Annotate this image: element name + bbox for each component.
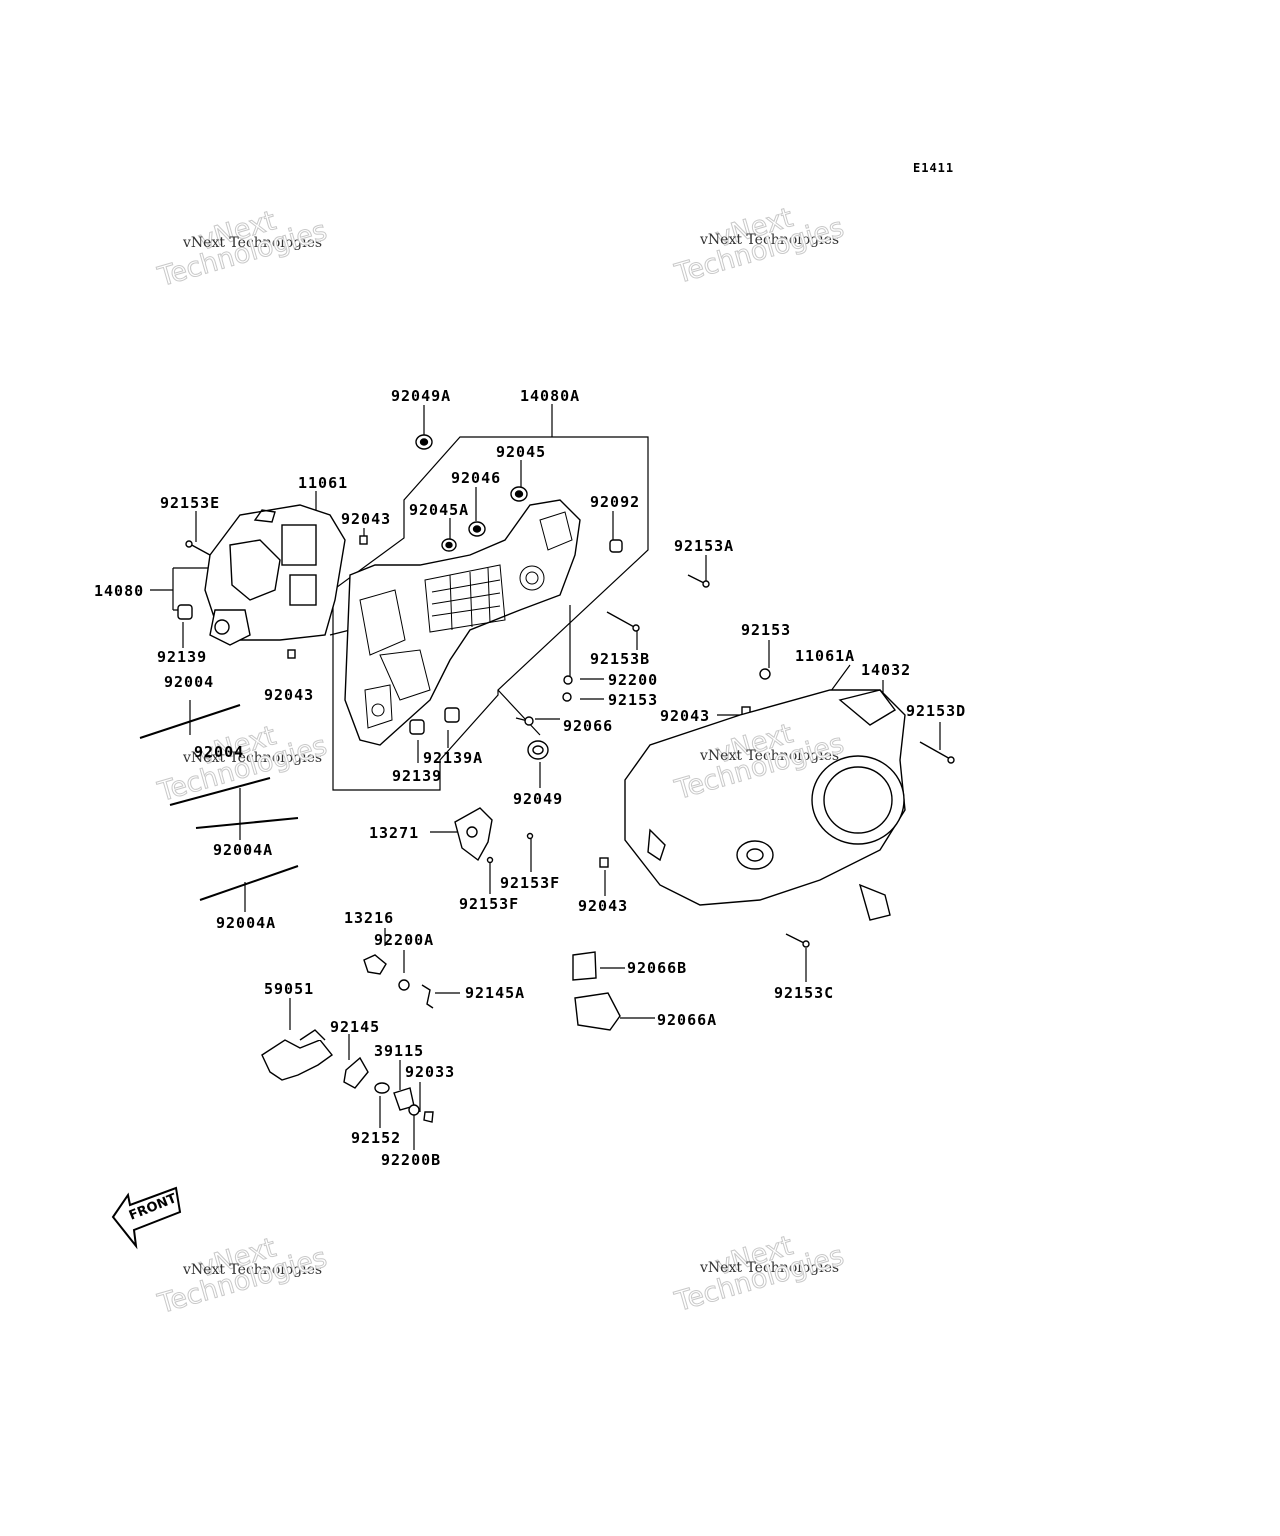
part-label[interactable]: 92153F [500,874,561,892]
part-label[interactable]: 92045 [496,443,547,461]
part-label[interactable]: 92200 [608,671,659,689]
part-label[interactable]: 92049 [513,790,564,808]
part-label[interactable]: 92153 [608,691,659,709]
part-label[interactable]: 92145A [465,984,526,1002]
part-label[interactable]: 92045A [409,501,470,519]
part-label[interactable]: 92153B [590,650,651,668]
part-label[interactable]: 92043 [341,510,392,528]
part-label[interactable]: 92153 [741,621,792,639]
part-label[interactable]: 92066A [657,1011,718,1029]
part-label[interactable]: 92043 [660,707,711,725]
part-label[interactable]: 13216 [344,909,395,927]
part-label[interactable]: 92200B [381,1151,442,1169]
part-label[interactable]: 92043 [264,686,315,704]
part-label[interactable]: 59051 [264,980,315,998]
rubber-parts [572,951,621,1031]
kick-parts [261,954,434,1123]
front-arrow [111,1186,182,1250]
group-bracket-14080A [332,404,649,791]
part-label[interactable]: 92049A [391,387,452,405]
diagram-code: E1411 [913,161,955,175]
bolts [185,540,955,948]
bearings [177,434,751,868]
plate-13271 [454,807,493,862]
part-label[interactable]: 92004 [164,673,215,691]
part-label[interactable]: 11061A [795,647,856,665]
part-label[interactable]: 92066 [563,717,614,735]
part-label[interactable]: 92066B [627,959,688,977]
part-label[interactable]: 14080A [520,387,581,405]
part-label[interactable]: 14032 [861,661,912,679]
part-label[interactable]: 92153E [160,494,221,512]
crankcase-right-14080A [344,499,581,746]
part-label[interactable]: 13271 [369,824,420,842]
part-label[interactable]: 11061 [298,474,349,492]
leader-lines [150,405,941,1150]
part-label[interactable]: 92043 [578,897,629,915]
part-label[interactable]: 92046 [451,469,502,487]
part-label[interactable]: 92153D [906,702,967,720]
studs-92004 [139,704,299,901]
part-label[interactable]: 92153C [774,984,835,1002]
clutch-cover-11061A [624,689,906,921]
part-label[interactable]: 92139 [157,648,208,666]
part-label[interactable]: 92004 [194,743,245,761]
part-label[interactable]: 92004A [213,841,274,859]
part-label[interactable]: 92152 [351,1129,402,1147]
part-label[interactable]: 92004A [216,914,277,932]
part-label[interactable]: 92153A [674,537,735,555]
part-label[interactable]: 92139A [423,749,484,767]
part-label[interactable]: 92139 [392,767,443,785]
part-label[interactable]: 92092 [590,493,641,511]
part-label[interactable]: 92153F [459,895,520,913]
crankcase-left-14080 [204,504,351,646]
part-label[interactable]: 92200A [374,931,435,949]
part-label[interactable]: 92033 [405,1063,456,1081]
part-label[interactable]: 92145 [330,1018,381,1036]
part-label[interactable]: 14080 [94,582,145,600]
part-label[interactable]: 39115 [374,1042,425,1060]
